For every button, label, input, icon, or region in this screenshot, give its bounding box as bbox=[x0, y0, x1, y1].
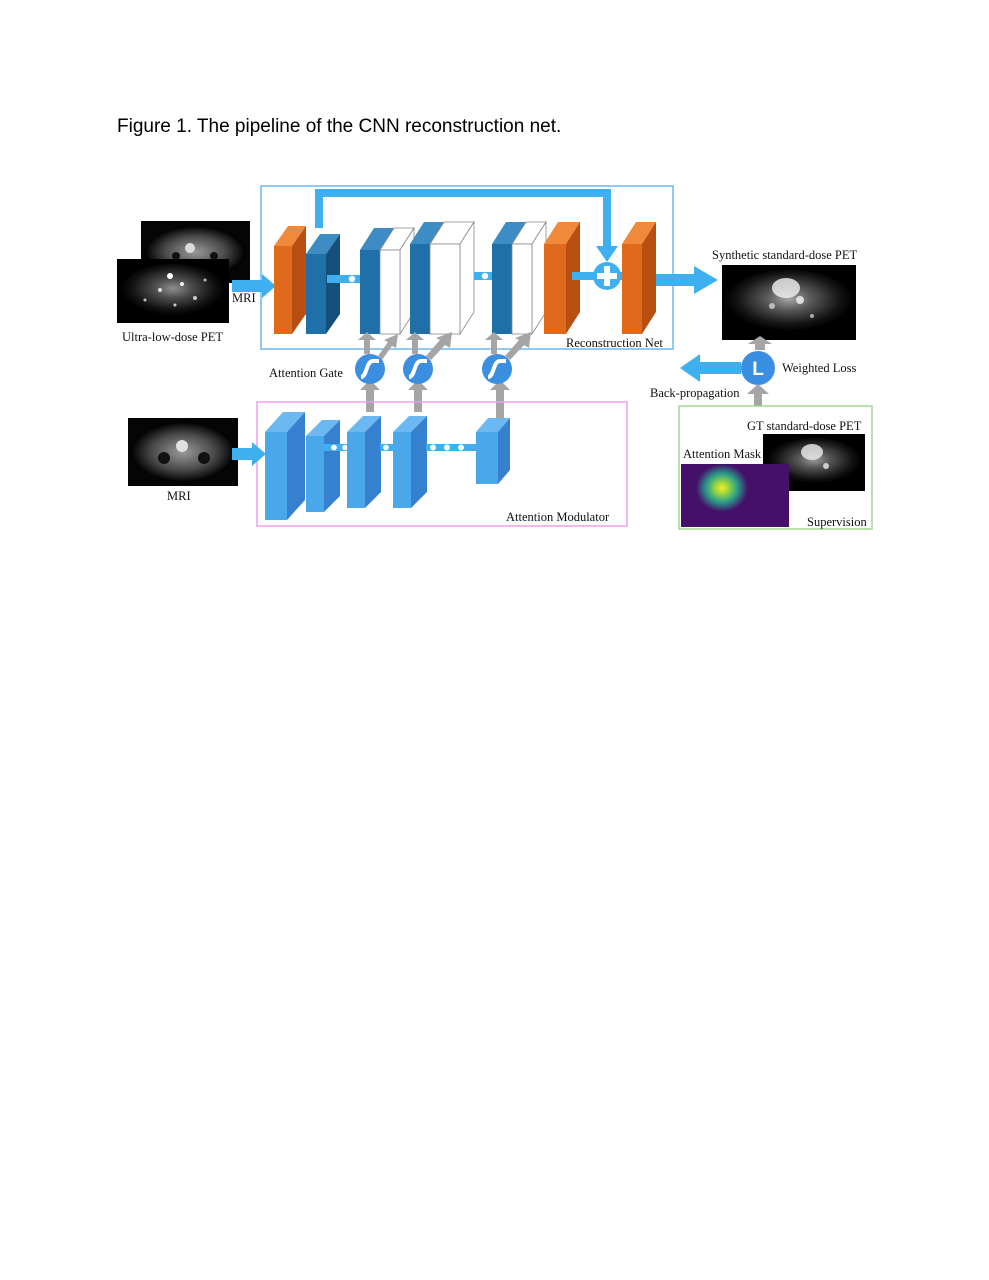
attention-modulator-label: Attention Modulator bbox=[506, 510, 610, 524]
attention-mask-label: Attention Mask bbox=[683, 447, 762, 461]
connector-dot bbox=[342, 444, 348, 451]
loss-up-arrow bbox=[748, 336, 772, 350]
gate-output-arrow bbox=[378, 334, 398, 360]
gate-output-arrow bbox=[485, 332, 503, 354]
attention-mask-image bbox=[681, 464, 789, 527]
connector-bar bbox=[327, 275, 361, 283]
gate-up-arrow-head bbox=[490, 380, 510, 390]
gate-output-arrow bbox=[505, 332, 531, 360]
supervision-box bbox=[678, 405, 873, 530]
connector-dot bbox=[383, 444, 389, 451]
mri-input-label: MRI bbox=[232, 291, 256, 305]
plus-icon bbox=[593, 262, 621, 290]
back-propagation-label: Back-propagation bbox=[650, 386, 740, 400]
connector-bar bbox=[324, 444, 354, 451]
weighted-loss-label: Weighted Loss bbox=[782, 361, 856, 375]
gate-up-arrow-shaft bbox=[414, 386, 422, 412]
connector-dot bbox=[331, 444, 337, 451]
attention-gate-label: Attention Gate bbox=[269, 366, 343, 380]
gate-output-arrow bbox=[426, 332, 452, 360]
conv-block-dark-blue-1 bbox=[306, 234, 340, 334]
modulator-mri-label: MRI bbox=[167, 489, 191, 503]
gate-up-arrow-shaft bbox=[366, 386, 374, 412]
modulator-block-3 bbox=[347, 416, 381, 508]
modulator-input-arrow bbox=[232, 442, 266, 466]
gt-pet-label: GT standard-dose PET bbox=[747, 419, 862, 433]
input-arrow bbox=[232, 274, 276, 298]
connector-dot bbox=[481, 272, 489, 280]
modulator-block-1 bbox=[265, 412, 305, 520]
gate-output-arrow bbox=[406, 332, 424, 354]
loss-icon: L bbox=[741, 351, 775, 385]
synthetic-pet-label: Synthetic standard-dose PET bbox=[712, 248, 857, 262]
modulator-block-5 bbox=[476, 418, 510, 484]
conv-block-orange-3 bbox=[622, 222, 656, 334]
skip-connection-arrowhead bbox=[596, 246, 618, 262]
back-propagation-arrow bbox=[680, 354, 741, 382]
connector-dot bbox=[458, 444, 464, 451]
sigmoid-gate-icon bbox=[482, 354, 512, 384]
ultra-low-dose-pet-label: Ultra-low-dose PET bbox=[122, 330, 223, 344]
modulator-block-4 bbox=[393, 416, 427, 508]
connector-dot bbox=[444, 444, 450, 451]
conv-block-white-2 bbox=[429, 220, 475, 336]
connector-dot bbox=[430, 444, 436, 451]
connector-bar bbox=[426, 444, 478, 451]
connector-dot bbox=[348, 275, 356, 283]
conv-block-white-1 bbox=[379, 226, 415, 336]
ultra-low-dose-pet-image bbox=[117, 259, 229, 323]
reconstruction-net-box bbox=[260, 185, 674, 350]
sigmoid-gate-icon bbox=[403, 354, 433, 384]
output-arrow bbox=[656, 266, 718, 294]
gate-up-arrow-head bbox=[408, 380, 428, 390]
sigmoid-gate-icon bbox=[355, 354, 385, 384]
gate-output-arrow bbox=[358, 332, 376, 354]
modulator-mri-image bbox=[128, 418, 238, 486]
figure-caption: Figure 1. The pipeline of the CNN recons… bbox=[117, 116, 562, 137]
modulator-block-2 bbox=[306, 420, 340, 512]
conv-block-white-3 bbox=[511, 220, 547, 336]
skip-connection-arrow bbox=[315, 189, 611, 250]
supervision-up-arrow bbox=[747, 384, 769, 406]
gate-up-arrow-head bbox=[360, 380, 380, 390]
reconstruction-net-label: Reconstruction Net bbox=[566, 336, 663, 350]
conv-block-orange-1 bbox=[274, 226, 306, 334]
synthetic-pet-image bbox=[722, 265, 856, 340]
svg-text:L: L bbox=[752, 359, 764, 380]
attention-modulator-box bbox=[256, 401, 628, 527]
supervision-label: Supervision bbox=[807, 515, 867, 529]
